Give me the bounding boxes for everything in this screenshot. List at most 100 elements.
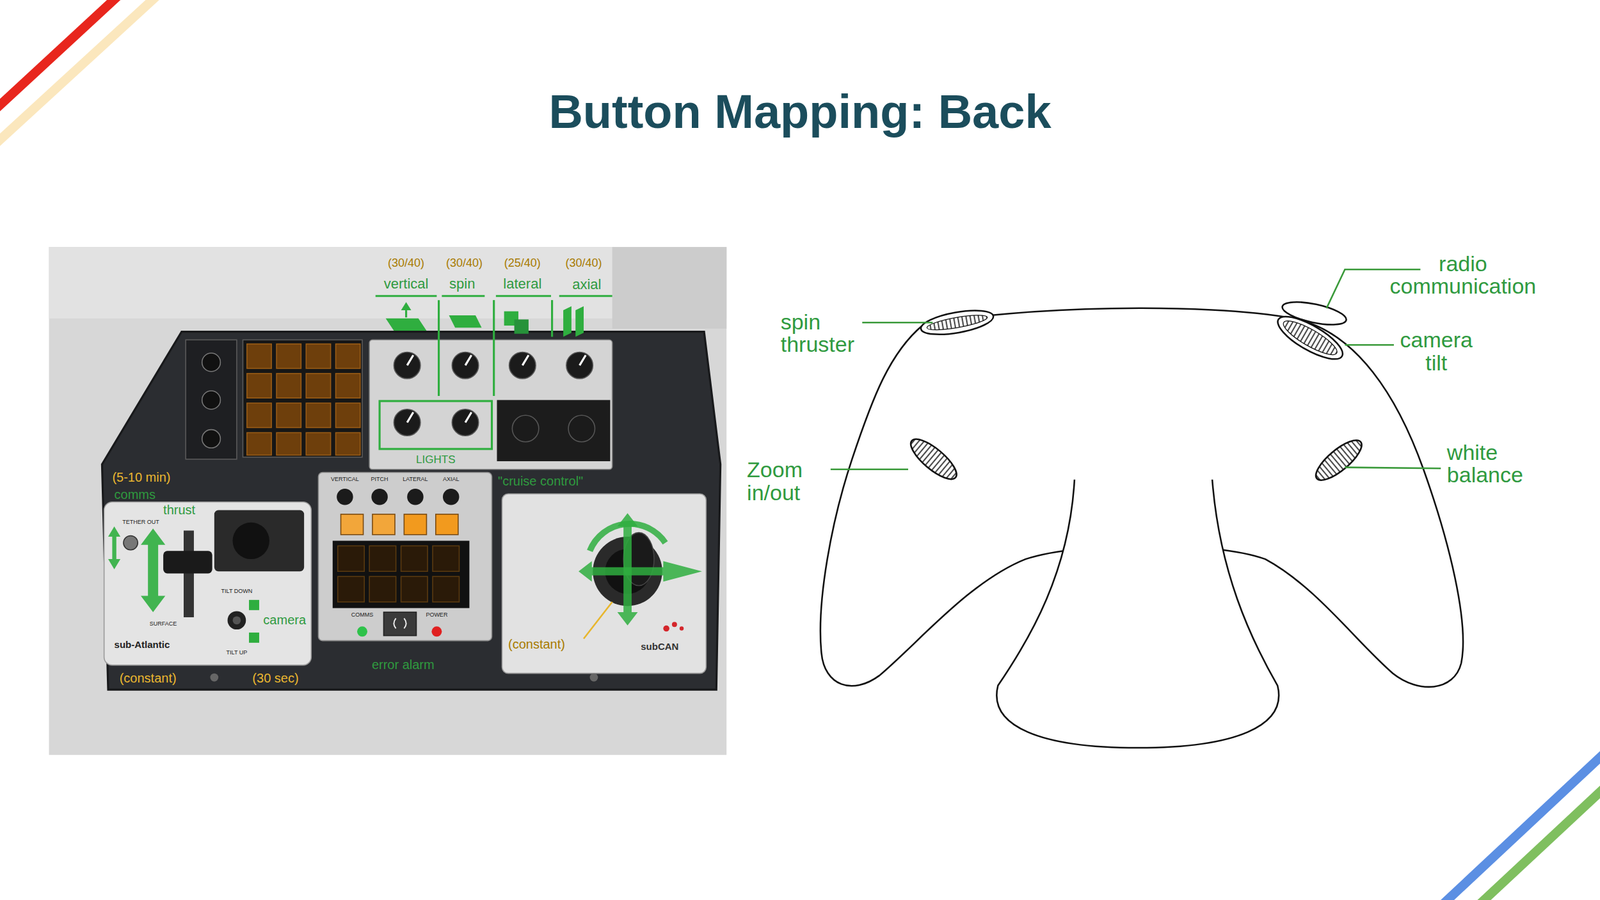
button-grid xyxy=(276,403,301,428)
button-grid xyxy=(247,373,272,399)
knob-pointer xyxy=(579,355,587,366)
green-annotation xyxy=(578,561,703,582)
green-annotation xyxy=(140,528,166,613)
controller-drawing xyxy=(1310,434,1368,488)
middle-panel xyxy=(435,514,459,536)
lower-left-panel xyxy=(163,551,213,574)
lower-left-panel xyxy=(214,510,304,573)
button-grid xyxy=(276,344,301,369)
knob-pointer xyxy=(407,355,586,423)
corner-stripes xyxy=(0,0,164,150)
control-knob xyxy=(451,352,479,379)
slide-title: Button Mapping: Back xyxy=(548,87,1051,137)
knob-pointer xyxy=(407,355,414,366)
control-knob xyxy=(393,352,420,379)
green-annotation xyxy=(248,600,260,611)
button-label: white balance xyxy=(1447,441,1524,488)
control-panel-photo xyxy=(49,247,728,756)
controller-drawing xyxy=(1279,315,1341,361)
lower-left-panel xyxy=(183,530,194,618)
time-note: (30 sec) xyxy=(252,672,299,686)
panel-print: COMMS xyxy=(351,612,374,619)
control-panel-photo xyxy=(612,247,728,329)
green-annotation xyxy=(441,295,485,297)
lower-left-panel xyxy=(232,616,242,625)
control-panel-photo xyxy=(242,339,363,457)
knob-pointer xyxy=(522,355,529,366)
green-annotation xyxy=(514,319,529,334)
middle-panel xyxy=(403,514,427,536)
middle-panel xyxy=(369,576,396,603)
panel-print: LATERAL xyxy=(402,476,428,483)
controller-drawing xyxy=(1310,434,1368,488)
middle-panel xyxy=(431,626,442,637)
panel-print: PITCH xyxy=(371,476,389,483)
control-panel-photo xyxy=(496,400,610,462)
panel-print: TILT UP xyxy=(226,650,248,656)
middle-panel xyxy=(336,488,354,506)
control-panel-photo xyxy=(49,247,728,756)
knob-pointer xyxy=(465,412,472,424)
green-annotation xyxy=(108,296,703,644)
time-note: (constant) xyxy=(508,638,566,652)
middle-panel xyxy=(341,514,364,536)
green-annotation xyxy=(108,526,121,570)
control-knob xyxy=(509,352,536,379)
middle-panel xyxy=(337,545,460,603)
load-note: (30/40) xyxy=(446,257,483,270)
lower-left-panel xyxy=(227,611,247,630)
leader-line xyxy=(1344,467,1441,470)
control-knob xyxy=(451,409,479,436)
green-annotation xyxy=(590,524,666,552)
control-panel-photo xyxy=(202,353,221,372)
button-grid xyxy=(336,432,361,456)
annotation-label: lateral xyxy=(503,276,542,292)
control-panel-photo xyxy=(369,339,612,470)
brand-logo: subCAN xyxy=(640,641,679,653)
button-grid xyxy=(276,432,301,456)
button-grid xyxy=(305,344,331,369)
load-note: (30/40) xyxy=(387,257,425,270)
brand-logo: sub-Atlantic xyxy=(114,640,171,651)
load-note: (30/40) xyxy=(565,257,602,270)
right-panel xyxy=(501,494,706,674)
lower-left-panel xyxy=(123,535,138,550)
green-annotation xyxy=(563,306,572,338)
middle-panel xyxy=(432,576,459,603)
controller-drawing xyxy=(926,312,989,333)
middle-panel xyxy=(407,488,424,506)
control-knob xyxy=(566,352,593,379)
panel-print: POWER xyxy=(425,612,448,619)
controller-drawing xyxy=(904,433,962,486)
button-grid xyxy=(305,432,331,456)
middle-panel xyxy=(393,618,406,630)
lower-left-panel xyxy=(232,522,270,560)
green-annotation xyxy=(375,295,438,297)
middle-panel xyxy=(371,488,388,506)
green-annotation xyxy=(449,315,482,328)
leader-line xyxy=(830,469,909,472)
annotation-label: "cruise control" xyxy=(497,474,584,489)
green-annotation xyxy=(575,306,584,338)
button-grid xyxy=(336,403,361,428)
middle-panel xyxy=(337,545,365,572)
button-grid xyxy=(247,344,361,456)
panel-print: TETHER OUT xyxy=(122,519,160,526)
corner-stripes xyxy=(0,0,125,115)
yellow-leader xyxy=(583,602,613,639)
middle-panel xyxy=(318,472,492,642)
time-note: (5-10 min) xyxy=(112,471,171,485)
annotation-label: axial xyxy=(572,277,601,292)
control-panel-photo xyxy=(185,339,237,460)
button-grid xyxy=(247,344,272,369)
button-label: spin thruster xyxy=(780,311,855,357)
button-grid xyxy=(336,344,361,369)
panel-print: VERTICAL xyxy=(330,476,360,483)
green-annotation xyxy=(617,513,639,626)
button-label: radio communication xyxy=(1390,252,1537,299)
button-grid xyxy=(247,432,272,456)
knob-pointer xyxy=(465,355,472,366)
green-annotation xyxy=(496,295,552,297)
